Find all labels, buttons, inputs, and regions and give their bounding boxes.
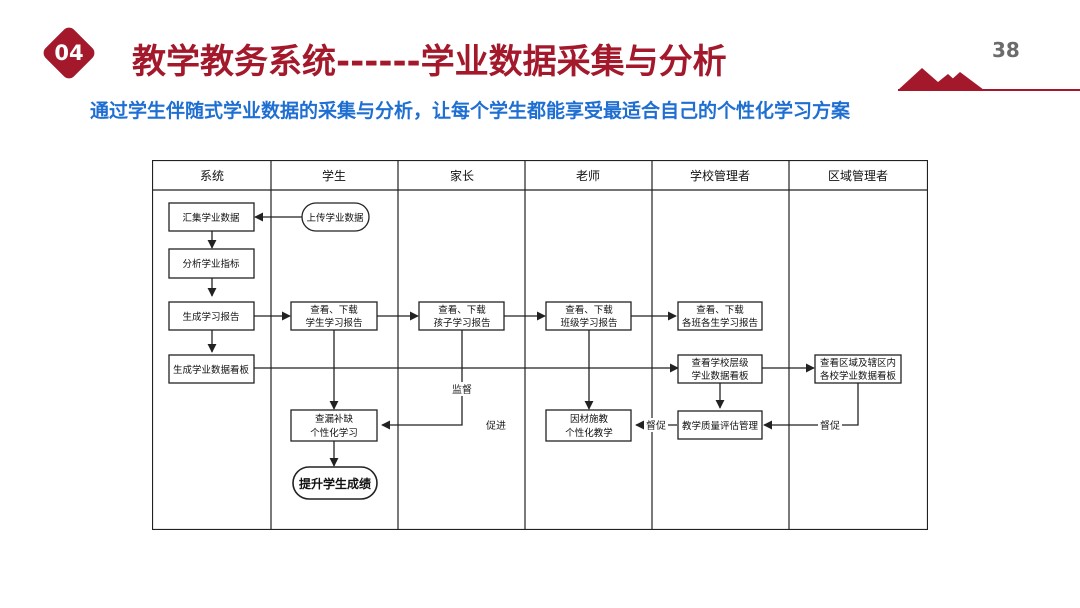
node-upload-data: 上传学业数据 [306, 212, 364, 224]
edge-label-urge-school: 督促 [820, 419, 840, 432]
node-generate-report: 生成学习报告 [182, 311, 239, 323]
node-improve-scores: 提升学生成绩 [299, 476, 371, 491]
node-school-dashboard-line1: 查看学校层级 [691, 357, 749, 369]
node-teacher-teach-line1: 因材施教 [570, 413, 609, 425]
node-region-dashboard-line2: 各校学业数据看板 [820, 370, 897, 382]
node-teacher-view-line1: 查看、下载 [565, 304, 613, 316]
node-student-view-line1: 查看、下载 [310, 304, 358, 316]
edge-label-urge-teacher: 督促 [646, 419, 666, 432]
lane-header-parent: 家长 [450, 168, 474, 183]
section-number: 04 [54, 41, 84, 65]
page-number: 38 [992, 38, 1020, 62]
node-student-fill-line1: 查漏补缺 [315, 413, 354, 425]
node-school-dashboard-line2: 学业数据看板 [691, 370, 749, 382]
lane-header-teacher: 老师 [576, 169, 600, 183]
node-parent-view-line2: 孩子学习报告 [433, 317, 490, 329]
connectors [207, 212, 859, 467]
section-badge-diamond [43, 27, 95, 79]
lane-header-school-admin: 学校管理者 [690, 168, 750, 183]
lane-header-region-admin: 区域管理者 [828, 168, 888, 183]
edge-label-promote: 促进 [486, 419, 506, 432]
node-teacher-view-line2: 班级学习报告 [560, 317, 617, 329]
lane-header-system: 系统 [200, 169, 224, 183]
node-generate-dashboard: 生成学业数据看板 [173, 364, 250, 376]
node-teacher-teach-line2: 个性化教学 [565, 427, 613, 439]
node-shapes [168, 202, 902, 500]
mountain-decoration [898, 68, 1080, 91]
node-student-fill-line2: 个性化学习 [310, 427, 358, 439]
edge-label-supervise: 监督 [452, 383, 472, 396]
diagram-grid [152, 160, 928, 530]
page-title: 教学教务系统------学业数据采集与分析 [132, 42, 727, 82]
swimlane-diagram: 系统 学生 家长 老师 学校管理者 区域管理者 监督 促进 督促 督促 [152, 160, 928, 530]
node-analyze-metrics: 分析学业指标 [182, 258, 240, 270]
node-parent-view-line1: 查看、下载 [438, 304, 486, 316]
node-quality-management: 教学质量评估管理 [682, 420, 759, 432]
lane-header-student: 学生 [322, 168, 346, 183]
node-school-view-line2: 各班各生学习报告 [682, 317, 758, 329]
page-subtitle: 通过学生伴随式学业数据的采集与分析，让每个学生都能享受最适合自己的个性化学习方案 [90, 100, 851, 122]
node-school-view-line1: 查看、下载 [696, 304, 744, 316]
node-collect-data: 汇集学业数据 [182, 212, 240, 224]
node-student-view-line2: 学生学习报告 [305, 317, 362, 329]
node-region-dashboard-line1: 查看区域及辖区内 [820, 357, 896, 369]
